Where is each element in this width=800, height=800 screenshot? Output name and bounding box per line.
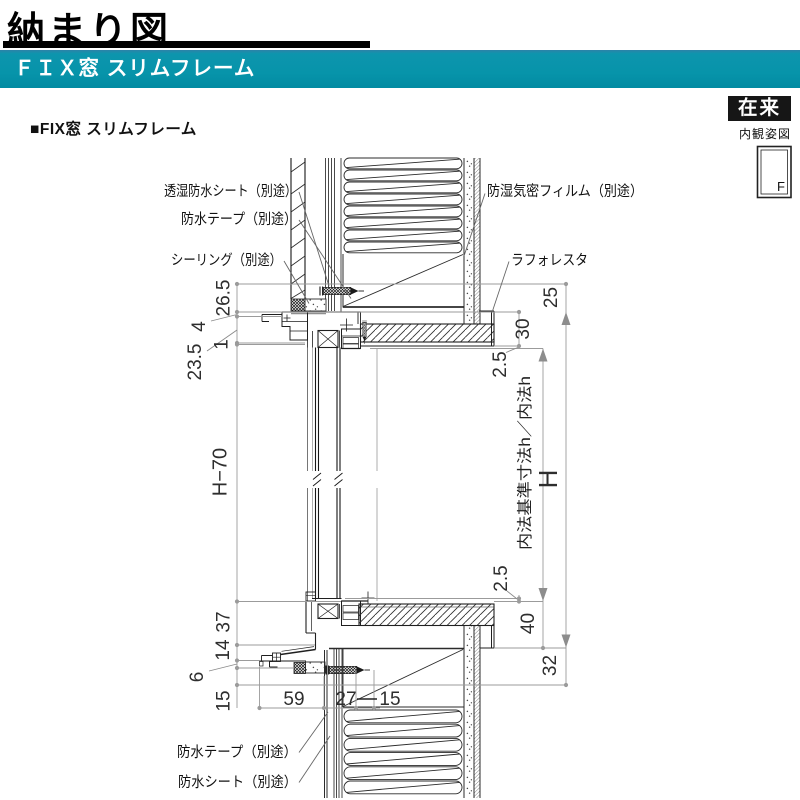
- glass-pane-inner: [336, 347, 341, 599]
- head-sealing-bead: [304, 298, 327, 312]
- sill-sealing-backup: [293, 662, 306, 674]
- window-head-detail: [261, 285, 495, 350]
- upper-interior-board: [463, 158, 481, 324]
- break-symbol: [312, 472, 343, 487]
- callout-vapor-film: 防湿気密フィルム（別途）: [487, 183, 643, 200]
- window-symbol: F: [777, 179, 785, 194]
- head-fixing-screw: [319, 285, 365, 297]
- callout-waterproof-tape-top: 防水テープ（別途）: [181, 211, 297, 228]
- dim-h: H: [533, 470, 563, 489]
- dim-15-bottom: 15: [379, 689, 400, 710]
- dim-37: 37: [214, 611, 235, 632]
- dim-14: 14: [213, 639, 234, 661]
- callout-breathable-sheet: 透湿防水シート（別途）: [164, 183, 297, 200]
- sill-fixing-screw: [325, 664, 371, 676]
- interior-view-caption: 内観姿図: [738, 127, 791, 141]
- dim-1: 1: [212, 339, 233, 350]
- dim-h-70: H−70: [210, 448, 232, 496]
- lower-interior-board: [463, 626, 481, 798]
- sill-frame-profile: [259, 591, 375, 668]
- callout-laforesta: ラフォレスタ: [511, 252, 588, 269]
- lower-wall-section: [324, 626, 481, 798]
- lower-lumber-sill-plate: [329, 647, 464, 708]
- dim-opening-height: 内法基準寸法h／内法h: [516, 376, 534, 550]
- callout-waterproof-tape-bottom: 防水テープ（別途）: [177, 744, 297, 761]
- dim-26-5: 26.5: [214, 280, 235, 317]
- dimension-ticks: [234, 281, 569, 711]
- upper-lumber-header: [342, 254, 464, 308]
- glass-unit: [307, 347, 378, 601]
- upper-siding-layer: [290, 158, 306, 299]
- dim-4: 4: [189, 321, 210, 332]
- dim-15-left: 15: [214, 690, 235, 711]
- upper-insulation: [343, 157, 463, 254]
- dim-40: 40: [518, 613, 539, 634]
- dim-6: 6: [187, 672, 208, 683]
- dim-27: 27: [335, 689, 356, 710]
- dimension-labels: 26.5 4 1 23.5 H−70 37 14 6 15 59 27 15 3…: [185, 280, 563, 712]
- callout-sealing: シーリング（別途）: [171, 252, 282, 269]
- section-bar: [0, 50, 800, 88]
- lower-siding-lines: [324, 650, 328, 798]
- construction-method-badge: 在来: [728, 96, 791, 121]
- callout-waterproof-sheet-bottom: 防水シート（別途）: [178, 774, 297, 791]
- title-underline: [3, 41, 370, 48]
- window-elevation-icon: F: [756, 145, 792, 199]
- callout-leaders: [283, 191, 510, 783]
- dim-2-5-bottom: 2.5: [491, 565, 512, 591]
- dim-59: 59: [283, 689, 304, 710]
- dim-30: 30: [513, 318, 534, 339]
- dim-32: 32: [540, 655, 561, 676]
- window-sill-detail: [259, 591, 495, 676]
- section-title: ＦＩＸ窓 スリムフレーム: [14, 57, 256, 80]
- dim-2-5-top: 2.5: [490, 351, 511, 377]
- dimension-lines: [206, 283, 567, 709]
- callout-labels: 透湿防水シート（別途） 防水テープ（別途） シーリング（別途） 防湿気密フィルム…: [164, 183, 643, 791]
- sill-beam: [358, 603, 495, 649]
- lower-sheathing-lines: [333, 648, 343, 798]
- lower-insulation: [343, 709, 463, 795]
- glass-pane-outer: [314, 347, 320, 599]
- lintel-beam: [359, 310, 495, 347]
- dim-23-5: 23.5: [185, 344, 206, 381]
- head-sealing-backup: [290, 298, 306, 312]
- drawing-caption: ■FIX窓 スリムフレーム: [30, 121, 197, 138]
- sill-sealing-bead: [305, 661, 326, 674]
- dim-25: 25: [541, 287, 562, 308]
- upper-sheathing-lines: [325, 158, 342, 312]
